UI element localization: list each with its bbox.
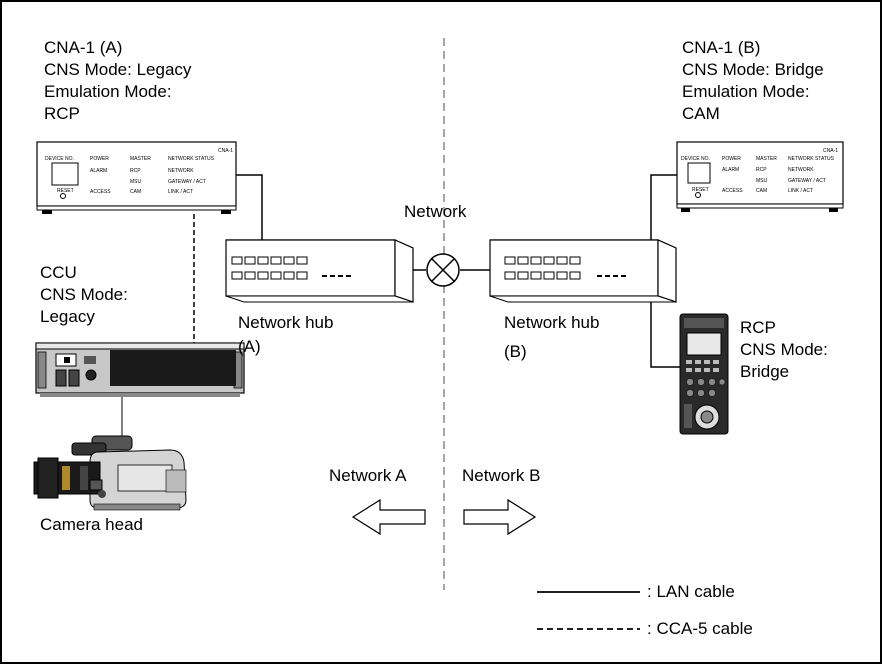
cna-a-link-text: LINK / ACT [168, 189, 193, 195]
cna-b-link-text: LINK / ACT [788, 188, 813, 194]
cna-b-netstatus-text: NETWORK STATUS [788, 156, 835, 162]
camera-head-label: Camera head [40, 515, 144, 534]
cna-b-emulation-mode-value: CAM [682, 104, 720, 123]
network-a-label: Network A [329, 466, 407, 485]
ccu-cns-mode-value: Legacy [40, 307, 95, 326]
cna-a-msu-text: MSU [130, 179, 142, 185]
legend-lan-text: : LAN cable [647, 582, 735, 601]
cna-b-unit: CNA-1 DEVICE NO. RESET POWER ALARM ACCES… [676, 141, 844, 212]
cna-a-master-text: MASTER [130, 156, 151, 162]
cna-a-gateway-text: GATEWAY / ACT [168, 179, 206, 185]
cna-a-emulation-mode-label: Emulation Mode: [44, 82, 172, 101]
cna-b-reset-text: RESET [692, 187, 709, 193]
cna-b-emulation-mode-label: Emulation Mode: [682, 82, 810, 101]
legend-cca-text: : CCA-5 cable [647, 619, 753, 638]
cna-a-device-no-text: DEVICE NO. [45, 156, 74, 162]
cna-b-power-text: POWER [722, 156, 741, 162]
lan-cable-cna-a-hub-a [236, 174, 263, 240]
cna-b-gateway-text: GATEWAY / ACT [788, 178, 826, 184]
cna-a-network-text: NETWORK [168, 168, 194, 174]
cna-a-unit: CNA-1 DEVICE NO. RESET POWER ALARM ACCES… [36, 141, 237, 214]
cna-b-title: CNA-1 (B) [682, 38, 761, 57]
cna-a-alarm-text: ALARM [90, 168, 107, 174]
cna-b-cns-mode: CNS Mode: Bridge [682, 60, 824, 79]
cna-b-msu-text: MSU [756, 178, 768, 184]
cna-b-model-text: CNA-1 [823, 148, 838, 154]
cna-a-access-text: ACCESS [90, 189, 111, 195]
network-hub-a [225, 239, 414, 303]
hub-b-label: Network hub [504, 313, 600, 332]
network-b-label: Network B [462, 466, 541, 485]
cna-a-model-text: CNA-1 [218, 148, 233, 154]
network-a-arrow [351, 498, 426, 536]
cna-b-access-text: ACCESS [722, 188, 743, 194]
cna-b-alarm-text: ALARM [722, 167, 739, 173]
ccu-cns-mode-label: CNS Mode: [40, 285, 128, 304]
network-label: Network [404, 202, 467, 221]
ccu-title: CCU [40, 263, 77, 282]
network-symbol [426, 253, 460, 287]
cna-a-reset-text: RESET [57, 188, 74, 194]
network-b-arrow [463, 498, 537, 536]
hub-b-sublabel: (B) [504, 342, 527, 361]
cna-b-master-text: MASTER [756, 156, 777, 162]
rcp-cns-mode-value: Bridge [740, 362, 790, 381]
rcp-cns-mode-label: CNS Mode: [740, 340, 828, 359]
rcp-panel [679, 313, 729, 435]
cna-a-title: CNA-1 (A) [44, 38, 123, 57]
rcp-title: RCP [740, 318, 776, 337]
cna-a-cam-text: CAM [130, 189, 141, 195]
cna-a-power-text: POWER [90, 156, 109, 162]
lan-cable-hub-b-rcp [650, 302, 680, 368]
hub-a-label: Network hub [238, 313, 334, 332]
cna-a-rcp-text: RCP [130, 168, 141, 174]
cna-b-network-text: NETWORK [788, 167, 814, 173]
camera-head [33, 435, 187, 511]
cna-b-device-no-text: DEVICE NO. [681, 156, 710, 162]
network-hub-b [489, 239, 677, 303]
cna-a-emulation-mode-value: RCP [44, 104, 80, 123]
lan-cable-cna-b-hub-b [650, 174, 677, 240]
cna-b-rcp-text: RCP [756, 167, 767, 173]
ccu-unit [35, 342, 245, 397]
hub-a-sublabel: (A) [238, 337, 261, 356]
cna-a-netstatus-text: NETWORK STATUS [168, 156, 215, 162]
cna-b-cam-text: CAM [756, 188, 767, 194]
cna-a-cns-mode: CNS Mode: Legacy [44, 60, 192, 79]
